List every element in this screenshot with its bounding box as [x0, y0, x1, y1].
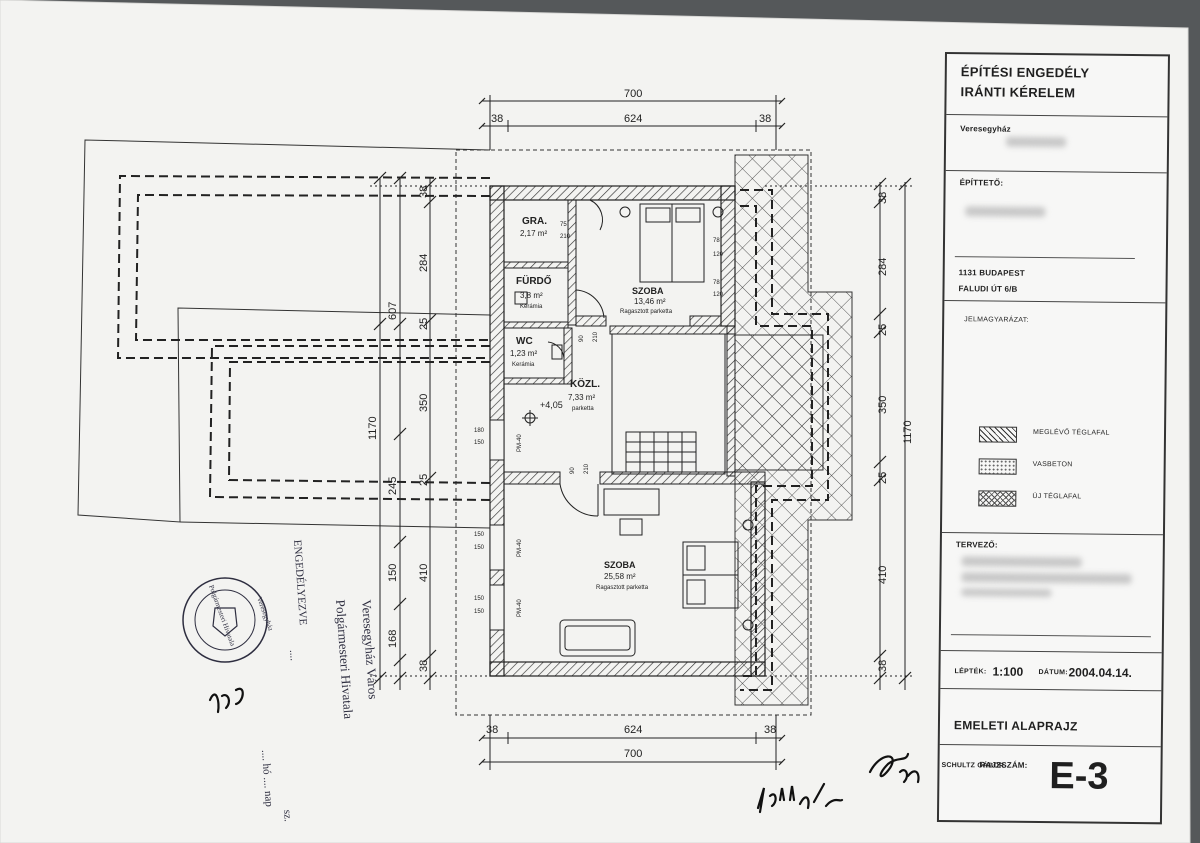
redacted-text — [1006, 136, 1067, 148]
room-furdo-area: 3,8 m² — [520, 291, 543, 300]
window-size-label: 75 — [560, 222, 567, 228]
dim-right-seg-5: 25 — [877, 472, 889, 484]
dim-top-inner: 624 — [624, 113, 642, 125]
dim-left-seg-4: 350 — [418, 394, 430, 412]
dim-right-seg-2: 284 — [877, 258, 889, 276]
dim-bottom-right-wall: 38 — [764, 724, 776, 736]
room-szoba2-area: 25,58 m² — [604, 572, 636, 581]
dim-bottom-inner: 624 — [624, 724, 642, 736]
window-size-label: 120 — [713, 252, 724, 258]
dim-left-seg-3: 25 — [418, 318, 430, 330]
room-szoba1-floor: Ragasztott parketta — [620, 309, 673, 315]
door-size-label: 210 — [584, 463, 590, 474]
room-gra-area: 2,17 m² — [520, 229, 547, 238]
window-code-label: PM-40 — [517, 539, 523, 557]
furniture — [514, 203, 754, 657]
dim-right-overall: 1170 — [902, 420, 914, 444]
location-label: Veresegyház — [960, 124, 1011, 134]
window-size-label: 150 — [474, 545, 485, 551]
stamp-line-5: .... hó .... nap — [259, 749, 275, 807]
dim-top-overall: 700 — [624, 88, 642, 100]
dim-right-seg-4: 350 — [877, 396, 889, 414]
dim-left-seg-9: 168 — [387, 630, 399, 648]
door-size-label: 90 — [570, 467, 576, 474]
door-size-label: 90 — [579, 335, 585, 342]
dim-top-left-wall: 38 — [491, 113, 503, 125]
dashed-gutters — [116, 174, 491, 501]
dim-right-seg-7: 38 — [877, 660, 889, 672]
dim-left-seg-8: 410 — [418, 564, 430, 582]
window-code-label: PM-40 — [517, 434, 523, 452]
dim-left-seg-5: 25 — [418, 474, 430, 486]
window-size-label: 150 — [474, 609, 485, 615]
window-code-label: PM-40 — [517, 599, 523, 617]
dim-left-seg-7: 150 — [387, 564, 399, 582]
room-szoba2-floor: Ragasztott parketta — [596, 585, 649, 591]
dim-right-seg-3: 25 — [877, 324, 889, 336]
room-gra-name: GRA. — [522, 216, 547, 227]
room-furdo-floor: Kerámia — [520, 304, 543, 310]
staircase — [611, 333, 726, 475]
window-size-label: 78 — [713, 238, 720, 244]
stamp-line-4: sz. — [281, 809, 294, 822]
dim-left-upper: 607 — [387, 302, 399, 320]
window-size-label: 150 — [474, 596, 485, 602]
dim-left-seg-6: 245 — [387, 477, 399, 495]
room-wc-area: 1,23 m² — [510, 349, 537, 358]
window-size-label: 180 — [474, 428, 485, 434]
dim-left-seg-10: 38 — [418, 660, 430, 672]
stamp-line-3: ENGEDÉLYEZVE — [291, 539, 309, 626]
room-wc-name: WC — [516, 336, 533, 347]
room-wc-floor: Kerámia — [512, 362, 535, 368]
dimension-lines — [370, 95, 912, 770]
dim-right-seg-1: 38 — [877, 192, 889, 204]
doors — [547, 199, 605, 517]
window-size-label: 150 — [474, 440, 485, 446]
window-size-label: 150 — [474, 532, 485, 538]
stamp-dots: .... — [287, 649, 300, 661]
dim-top-right-wall: 38 — [759, 113, 771, 125]
handwritten-signatures — [208, 687, 920, 814]
drawing-number: E-3 — [1049, 755, 1109, 798]
dim-bottom-overall: 700 — [624, 748, 642, 760]
room-szoba1-area: 13,46 m² — [634, 297, 666, 306]
title-line-2: IRÁNTI KÉRELEM — [960, 84, 1076, 101]
door-size-label: 210 — [593, 331, 599, 342]
dim-left-seg-2: 284 — [418, 254, 430, 272]
level-mark: +4,05 — [540, 400, 563, 410]
title-line-1: ÉPÍTÉSI ENGEDÉLY — [960, 64, 1090, 81]
room-szoba2-name: SZOBA — [604, 560, 636, 570]
window-size-label: 120 — [713, 292, 724, 298]
dim-left-overall: 1170 — [367, 416, 379, 440]
title-block: ÉPÍTÉSI ENGEDÉLY IRÁNTI KÉRELEM Veresegy… — [936, 52, 1170, 825]
dim-right-seg-6: 410 — [877, 566, 889, 584]
room-kozl-name: KÖZL. — [570, 377, 600, 390]
room-szoba1-name: SZOBA — [632, 286, 664, 296]
window-size-label: 210 — [560, 234, 571, 240]
drawing-number-label: RAJZSZÁM: — [979, 760, 1028, 770]
dim-bottom-left-wall: 38 — [486, 724, 498, 736]
room-furdo-name: FÜRDŐ — [516, 274, 552, 287]
stamp-line-1: Veresegyház Város — [359, 599, 381, 700]
window-size-label: 78 — [713, 280, 720, 286]
room-kozl-area: 7,33 m² — [568, 393, 595, 402]
room-kozl-floor: parketta — [572, 406, 594, 412]
dim-left-seg-1: 38 — [418, 186, 430, 198]
